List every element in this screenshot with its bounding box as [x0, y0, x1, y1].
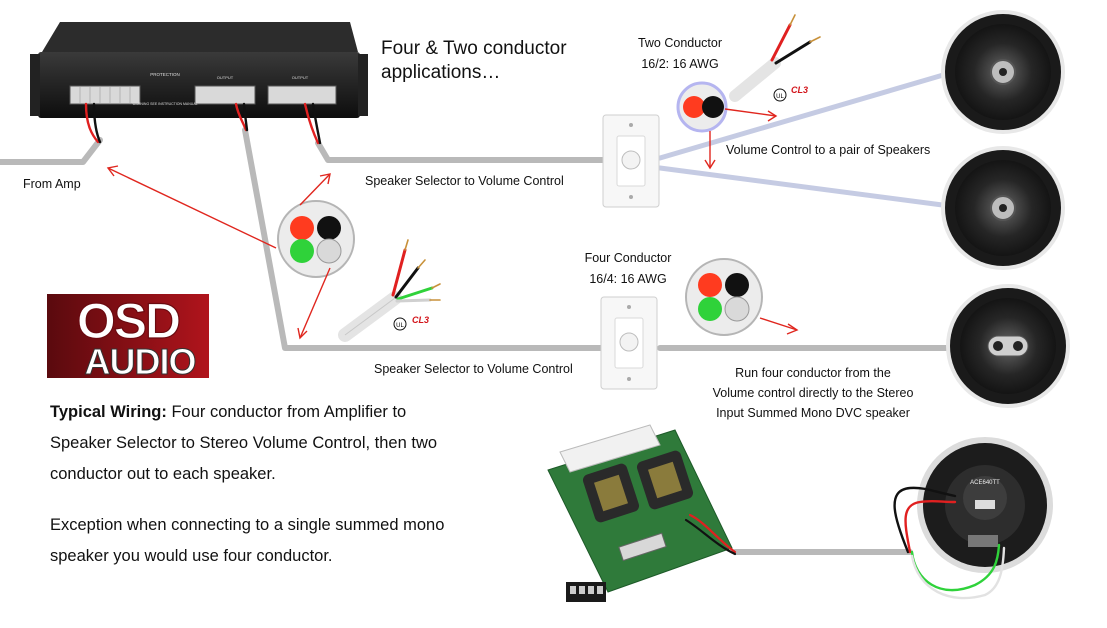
cable-vc-to-speaker-top — [657, 70, 953, 161]
ul-text-bottom: UL — [396, 323, 404, 329]
run-four-line-2: Volume control directly to the Stereo — [712, 386, 914, 400]
four-conductor-cable-image — [338, 239, 441, 342]
four-conductor-section-right — [685, 258, 763, 336]
volume-control-bottom — [600, 296, 658, 390]
amplifier: PROTECTION WARNING SEE INSTRUCTION MANUA… — [30, 22, 368, 145]
logo-bottom-text: AUDIO — [85, 341, 196, 382]
typical-wiring-paragraph: Typical Wiring: Four conductor from Ampl… — [50, 397, 450, 490]
run-four-line-1: Run four conductor from the — [735, 366, 891, 380]
volume-control-top — [602, 114, 660, 208]
arrow-four-conductor-right — [759, 317, 799, 335]
speaker-back-ace640tt: ACE640TT — [917, 437, 1053, 573]
arrow-to-bottom-cable — [297, 267, 331, 340]
title-line-1: Four & Two conductor — [381, 38, 567, 59]
amp-output-b: OUTPUT — [292, 75, 309, 80]
four-conductor-spec: 16/4: 16 AWG — [589, 272, 667, 286]
terminal-connector-piece — [566, 582, 606, 602]
two-conductor-title: Two Conductor — [637, 36, 723, 50]
selector-to-vc-top-label: Speaker Selector to Volume Control — [365, 174, 564, 188]
amp-protection-text: PROTECTION — [150, 72, 180, 77]
arrow-to-from-amp-cable — [106, 165, 277, 249]
two-conductor-section — [676, 81, 728, 133]
cl3-text-bottom: CL3 — [412, 315, 429, 325]
arrows — [106, 108, 799, 340]
amp-output-a: OUTPUT — [217, 75, 234, 80]
typical-wiring-text: Four conductor from Amplifier to Speaker… — [50, 403, 438, 483]
title-line-2: applications… — [381, 62, 501, 83]
cable-selector-to-vc-bottom — [242, 127, 607, 351]
ul-cl3-mark-top: UL CL3 — [773, 85, 808, 102]
speaker-model-text: ACE640TT — [970, 480, 1000, 486]
exception-paragraph: Exception when connecting to a single su… — [50, 516, 445, 565]
four-conductor-label: Four Conductor 16/4: 16 AWG — [578, 248, 678, 290]
from-amp-label: From Amp — [23, 177, 81, 191]
speaker-top — [941, 10, 1065, 134]
osd-audio-logo: OSD AUDIO — [47, 292, 209, 383]
two-conductor-cable-image — [729, 14, 821, 102]
amp-warning-text: WARNING SEE INSTRUCTION MANUAL — [132, 102, 197, 106]
arrow-two-conductor-right — [724, 108, 778, 122]
cl3-text-top: CL3 — [791, 85, 808, 95]
typical-wiring-label: Typical Wiring: — [50, 403, 167, 421]
selector-to-vc-bottom-label: Speaker Selector to Volume Control — [374, 362, 573, 376]
run-four-line-3: Input Summed Mono DVC speaker — [716, 406, 910, 420]
arrow-two-conductor-down — [704, 131, 716, 170]
logo-top-text: OSD — [77, 293, 180, 349]
four-conductor-section-left — [277, 200, 355, 278]
arrow-to-top-cable — [299, 173, 331, 206]
vc-to-pair-label: Volume Control to a pair of Speakers — [726, 143, 931, 157]
summed-speaker-wires — [893, 486, 1006, 600]
cable-from-amp — [0, 137, 103, 165]
two-conductor-label: Two Conductor 16/2: 16 AWG — [630, 33, 730, 75]
four-conductor-title: Four Conductor — [584, 251, 672, 265]
cable-selector-to-vc-top — [315, 140, 607, 163]
speaker-middle — [941, 146, 1065, 270]
cable-vc-to-speaker-bottom — [657, 165, 953, 209]
speaker-selector-board — [547, 424, 737, 593]
ul-text-top: UL — [776, 94, 784, 100]
run-four-conductor-note: Run four conductor from the Volume contr… — [703, 363, 923, 423]
diagram-title: Four & Two conductor applications… — [381, 37, 621, 85]
cable-lines — [0, 127, 953, 555]
two-conductor-spec: 16/2: 16 AWG — [641, 57, 719, 71]
cable-lines-blue — [657, 70, 953, 209]
speaker-dvc — [946, 284, 1070, 408]
ul-cl3-mark-bottom: UL CL3 — [393, 315, 429, 331]
amplifier-terminal-blocks — [69, 85, 337, 105]
